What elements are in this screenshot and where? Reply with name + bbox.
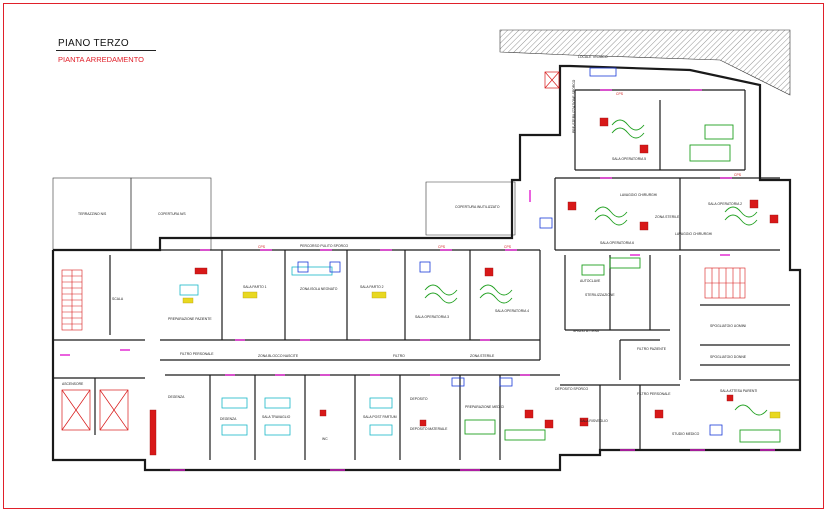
label-spazio-attesa: SPAZIO ATTESA (573, 329, 600, 333)
label-autoclave: AUTOCLAVE (580, 279, 601, 283)
stair-right (704, 267, 746, 299)
label-sala-parto-1: SALA PARTO 1 (243, 285, 267, 289)
label-sala-travaglio: SALA TRAVAGLIO (262, 415, 291, 419)
label-blocco-nascite: ZONA BLOCCO NASCITE (258, 354, 299, 358)
label-cps-3: CPS (504, 245, 512, 249)
label-cps-1: CPS (258, 245, 266, 249)
label-sterilizzazione: STERILIZZAZIONE (585, 293, 615, 297)
elevator-left (61, 389, 129, 431)
label-so4: SALA OPERATORIA 4 (495, 309, 529, 313)
operating-equipment (424, 119, 781, 443)
stair-left (61, 269, 83, 331)
cyan-beds (179, 266, 393, 436)
label-studio-medico: STUDIO MEDICO (672, 432, 700, 436)
label-wc: WC (322, 437, 328, 441)
label-filtro-personale-2: FILTRO PERSONALE (637, 392, 671, 396)
label-lavaggio: LAVAGGIO CHIRURGHI (620, 193, 657, 197)
label-filtro: FILTRO (393, 354, 405, 358)
label-deposito-2: DEPOSITO MATERIALE (410, 427, 448, 431)
blue-fixtures (297, 67, 723, 436)
red-fixtures (149, 117, 779, 456)
label-preparazione-medici: PREPARAZIONE MEDICI (465, 405, 504, 409)
label-cps-4: CPS (616, 92, 624, 96)
title-underline (56, 50, 156, 51)
label-cps-5: CPS (734, 173, 742, 177)
exterior-walls (51, 64, 802, 472)
label-lavaggio-2: LAVAGGIO CHIRURGHI (675, 232, 712, 236)
door-markers (60, 89, 775, 471)
label-deposito-sporco: DEPOSITO SPORCO (555, 387, 588, 391)
label-pre-sterilizzazione: PRE-STERILIZZAZIONE SPORCO (572, 79, 576, 133)
label-sala-attesa-parenti: SALA ATTESA PARENTI (720, 389, 757, 393)
room-labels: TERRAZZINO N/S COPERTURA N/S COPERTURA I… (62, 55, 757, 441)
elevator-top (544, 71, 560, 89)
label-sala-parto-2: SALA PARTO 2 (360, 285, 384, 289)
label-copertura-left: COPERTURA N/S (158, 212, 186, 216)
label-degenza-2: DEGENZA (168, 395, 185, 399)
label-scala: SCALA (112, 297, 124, 301)
label-terrazzino: TERRAZZINO N/S (78, 212, 107, 216)
label-zona-sterile-top: ZONA STERILE (655, 215, 680, 219)
label-so-right: SALA OPERATORIA 2 (708, 202, 742, 206)
label-preparazione: PREPARAZIONE PAZIENTE (168, 317, 212, 321)
label-zona-sterile: ZONA STERILE (470, 354, 495, 358)
label-deposito: DEPOSITO (410, 397, 428, 401)
label-sala-post-partum: SALA POST PARTUM (363, 415, 397, 419)
terrain-hatch (499, 29, 791, 96)
label-degenza-1: DEGENZA (220, 417, 237, 421)
label-locale-tecnico: LOCALE TECNICO (578, 55, 608, 59)
interior-walls (53, 89, 800, 460)
roof-outlines (52, 177, 516, 251)
label-cps-2: CPS (438, 245, 446, 249)
yellow-fixtures (182, 291, 781, 419)
label-ascensore: ASCENSORE (62, 382, 84, 386)
drawing-title: PIANO TERZO (58, 38, 129, 49)
label-sala-risveglio: SALA RISVEGLIO (580, 419, 608, 423)
label-so3: SALA OPERATORIA 3 (415, 315, 449, 319)
drawing-frame (3, 3, 824, 509)
drawing-subtitle: PIANTA ARREDAMENTO (58, 55, 144, 64)
label-spogliatoio-uomini: SPOGLIATOIO UOMINI (710, 324, 746, 328)
label-isola-neonato: ZONA ISOLA NEONATO (300, 287, 338, 291)
label-spogliatoio-donne: SPOGLIATOIO DONNE (710, 355, 747, 359)
label-copertura-right: COPERTURA INUTILIZZATO (455, 205, 500, 209)
label-so5: SALA OPERATORIA 5 (612, 157, 646, 161)
label-corridoio: PERCORSO PULITO SPORCO (300, 244, 349, 248)
label-so6: SALA OPERATORIA 6 (600, 241, 634, 245)
label-filtro-personale: FILTRO PERSONALE (180, 352, 214, 356)
label-filtro-paziente: FILTRO PAZIENTE (637, 347, 667, 351)
